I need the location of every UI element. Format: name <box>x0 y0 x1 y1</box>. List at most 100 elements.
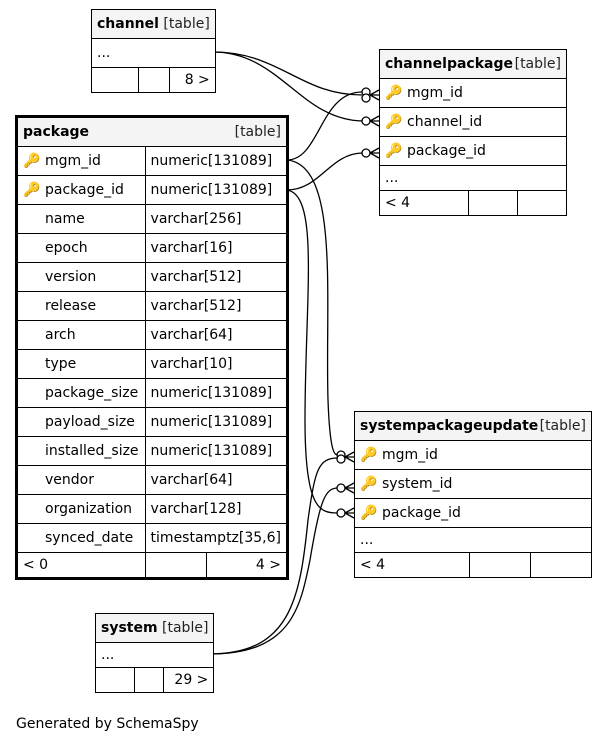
table-name[interactable]: channel <box>97 16 159 32</box>
column-name-cell: organization <box>17 494 146 524</box>
edge-system-spu <box>208 457 339 655</box>
key-icon: 🔑 <box>360 476 378 492</box>
table-row: synced_date timestamptz[35,6] <box>17 523 288 553</box>
column-type: numeric[131089] <box>144 175 288 205</box>
column-name: vendor <box>45 472 94 488</box>
column-name: type <box>45 356 77 372</box>
table-row: type varchar[10] <box>17 349 288 379</box>
column-name: system_id <box>382 476 453 492</box>
table-row: vendor varchar[64] <box>17 465 288 495</box>
column-name-cell: release <box>17 291 146 321</box>
column-name: mgm_id <box>382 447 438 463</box>
column-type: varchar[128] <box>144 494 288 524</box>
column-name-cell: epoch <box>17 233 146 263</box>
column-name-cell: 🔑package_id <box>17 175 146 205</box>
column-name-cell: package_size <box>17 378 146 408</box>
column-type: varchar[16] <box>144 233 288 263</box>
channelpackage-table[interactable]: channelpackage [table] 🔑mgm_id 🔑channel_… <box>379 49 567 216</box>
table-row: release varchar[512] <box>17 291 288 321</box>
column-name: organization <box>45 501 133 517</box>
column-row: 🔑channel_id <box>379 107 567 137</box>
children-count[interactable]: 4 > <box>205 552 288 578</box>
column-ellipsis: ... <box>94 642 215 668</box>
edge-channel-mgmid-channelpackage <box>212 51 363 96</box>
column-type: numeric[131089] <box>144 436 288 466</box>
column-name: mgm_id <box>407 85 463 101</box>
column-type: timestamptz[35,6] <box>144 523 288 553</box>
column-name: installed_size <box>45 443 139 459</box>
column-row: 🔑mgm_id <box>379 78 567 108</box>
column-name: release <box>45 298 97 314</box>
column-name-cell: version <box>17 262 146 292</box>
table-row: organization varchar[128] <box>17 494 288 524</box>
table-name[interactable]: systempackageupdate <box>360 418 539 434</box>
children-count[interactable]: 8 > <box>169 67 216 93</box>
column-name-cell: arch <box>17 320 146 350</box>
column-ellipsis: ... <box>91 38 216 68</box>
table-row: installed_size numeric[131089] <box>17 436 288 466</box>
edge-package-pkgid-channelpackage <box>286 152 364 191</box>
generated-by-note: Generated by SchemaSpy <box>16 716 199 732</box>
edge-system-spu-sysid <box>208 487 339 655</box>
edge-channel-channelpackage <box>212 51 364 122</box>
key-icon: 🔑 <box>385 143 403 159</box>
column-name-cell: installed_size <box>17 436 146 466</box>
key-icon: 🔑 <box>360 447 378 463</box>
table-kind: [table] <box>162 620 209 636</box>
channel-table[interactable]: channel [table] ... 8 > <box>91 9 216 93</box>
system-table[interactable]: system [table] ... 29 > <box>94 613 215 693</box>
edge-package-mgmid-spu <box>286 159 339 456</box>
column-name: payload_size <box>45 414 135 430</box>
column-row: 🔑package_id <box>354 498 592 528</box>
parents-count[interactable]: < 0 <box>17 552 146 578</box>
column-type: varchar[64] <box>144 465 288 495</box>
key-icon: 🔑 <box>385 114 403 130</box>
column-name-cell: name <box>17 204 146 234</box>
table-kind: [table] <box>539 418 586 434</box>
table-kind: [table] <box>163 16 210 32</box>
systempackageupdate-table[interactable]: systempackageupdate [table] 🔑mgm_id 🔑sys… <box>354 411 592 578</box>
column-name: package_id <box>407 143 486 159</box>
column-name: synced_date <box>45 530 134 546</box>
table-name[interactable]: package <box>23 124 90 140</box>
column-type: varchar[512] <box>144 262 288 292</box>
column-type: numeric[131089] <box>144 407 288 437</box>
parents-count[interactable]: < 4 <box>379 190 469 216</box>
key-icon: 🔑 <box>360 505 378 521</box>
column-name: arch <box>45 327 76 343</box>
table-name[interactable]: system <box>101 620 158 636</box>
column-name: channel_id <box>407 114 483 130</box>
column-row: 🔑package_id <box>379 136 567 166</box>
key-icon: 🔑 <box>23 182 41 198</box>
column-name-cell: synced_date <box>17 523 146 553</box>
column-type: varchar[256] <box>144 204 288 234</box>
column-name-cell: vendor <box>17 465 146 495</box>
table-row: epoch varchar[16] <box>17 233 288 263</box>
column-name: epoch <box>45 240 88 256</box>
column-ellipsis: ... <box>379 165 567 191</box>
table-row: version varchar[512] <box>17 262 288 292</box>
key-icon: 🔑 <box>385 85 403 101</box>
column-type: varchar[512] <box>144 291 288 321</box>
column-row: 🔑mgm_id <box>354 440 592 470</box>
parents-count[interactable]: < 4 <box>354 552 470 578</box>
table-row: package_size numeric[131089] <box>17 378 288 408</box>
column-ellipsis: ... <box>354 527 592 553</box>
key-icon: 🔑 <box>23 153 41 169</box>
column-type: varchar[10] <box>144 349 288 379</box>
column-row: 🔑system_id <box>354 469 592 499</box>
column-name-cell: payload_size <box>17 407 146 437</box>
table-kind: [table] <box>514 56 561 72</box>
table-kind: [table] <box>234 124 281 140</box>
table-name[interactable]: channelpackage <box>385 56 513 72</box>
edge-package-mgmid-channelpackage <box>286 91 363 161</box>
children-count[interactable]: 29 > <box>162 667 215 693</box>
column-type: numeric[131089] <box>144 378 288 408</box>
column-name: package_size <box>45 385 139 401</box>
column-name: version <box>45 269 97 285</box>
column-name: package_id <box>382 505 461 521</box>
